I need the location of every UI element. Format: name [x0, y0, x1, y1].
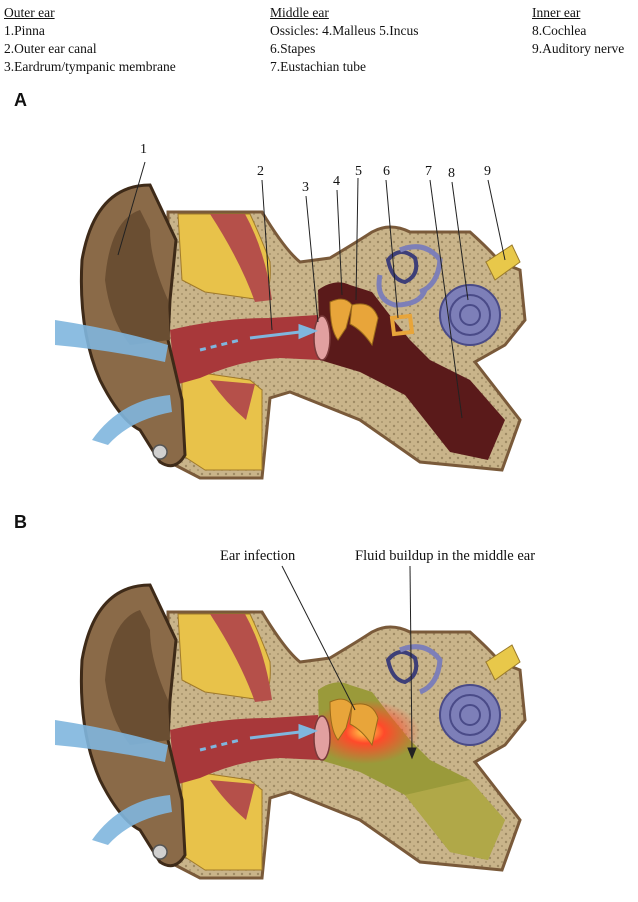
number-label-9: 9: [484, 164, 491, 179]
number-label-4: 4: [333, 174, 340, 189]
earlobe-stud: [152, 444, 168, 460]
legend-outer-ear: Outer ear 1.Pinna 2.Outer ear canal 3.Ea…: [4, 4, 176, 76]
legend-item-auditory-nerve: 9.Auditory nerve: [532, 41, 625, 56]
stapes: [389, 313, 415, 337]
legend-item-stapes: 6.Stapes: [270, 41, 316, 56]
annotation-leaders: [281, 565, 417, 760]
eardrum: [313, 315, 331, 361]
muscle-upper: [210, 214, 272, 302]
cochlea: [439, 684, 501, 746]
muscle-lower: [210, 380, 255, 420]
number-label-1: 1: [140, 142, 147, 157]
sound-wave-upper: [55, 320, 168, 362]
number-label-7: 7: [425, 164, 432, 179]
earlobe-stud: [152, 844, 168, 860]
legend-middle-ear: Middle ear Ossicles: 4.Malleus 5.Incus 6…: [270, 4, 418, 76]
number-label-5: 5: [355, 164, 362, 179]
eardrum: [313, 715, 331, 761]
legend-middle-heading: Middle ear: [270, 5, 329, 20]
malleus: [329, 698, 353, 741]
legend-item-pinna: 1.Pinna: [4, 23, 45, 38]
sound-arrows: [199, 323, 319, 352]
legend-outer-heading: Outer ear: [4, 5, 55, 20]
cochlea: [439, 284, 501, 346]
sound-wave-upper: [55, 720, 168, 762]
panel-label-b: B: [14, 512, 27, 532]
sound-wave-lower: [92, 395, 172, 445]
legend-inner-ear: Inner ear 8.Cochlea 9.Auditory nerve: [532, 4, 624, 58]
ear-canal: [170, 715, 320, 785]
eustachian-tube-fluid: [405, 780, 505, 860]
legend-item-cochlea: 8.Cochlea: [532, 23, 587, 38]
incus: [349, 303, 379, 347]
number-label-3: 3: [302, 180, 309, 195]
legend-item-eustachian-tube: 7.Eustachian tube: [270, 59, 366, 74]
sound-wave-lower: [92, 795, 172, 845]
annotation-ear-infection: Ear infection: [220, 548, 296, 564]
malleus: [329, 298, 353, 341]
inner-ear-labyrinth: [385, 644, 443, 695]
ear-canal: [170, 315, 320, 385]
number-label-2: 2: [257, 164, 264, 179]
sound-arrows: [199, 723, 319, 752]
auditory-nerve: [485, 644, 521, 681]
legend-item-outer-ear-canal: 2.Outer ear canal: [4, 41, 97, 56]
panel-label-a: A: [14, 90, 27, 110]
number-label-8: 8: [448, 166, 455, 181]
number-label-6: 6: [383, 164, 390, 179]
legend-item-ossicles: Ossicles: 4.Malleus 5.Incus: [270, 23, 419, 38]
leader-lines: [117, 161, 506, 419]
annotation-fluid-buildup: Fluid buildup in the middle ear: [355, 548, 536, 564]
muscle-lower: [210, 780, 255, 820]
ear-diagram-healthy: [55, 161, 527, 480]
legend-item-eardrum: 3.Eardrum/tympanic membrane: [4, 59, 176, 74]
legend-inner-heading: Inner ear: [532, 5, 581, 20]
incus: [349, 703, 379, 747]
pinna-inner: [105, 610, 170, 745]
muscle-upper: [210, 614, 272, 702]
